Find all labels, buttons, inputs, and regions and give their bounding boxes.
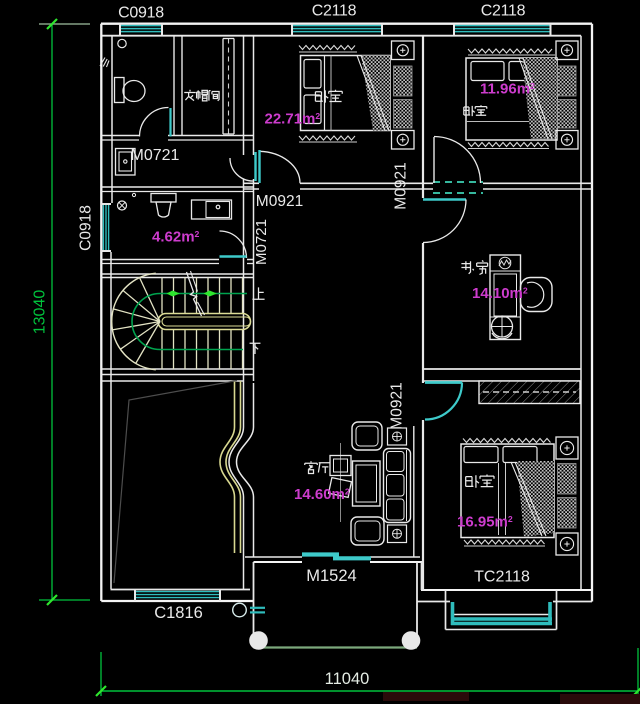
svg-text:C0918: C0918 [118, 5, 164, 22]
svg-text:TC2118: TC2118 [474, 569, 530, 586]
svg-text:C1816: C1816 [154, 604, 203, 622]
svg-text:M0921: M0921 [389, 382, 406, 429]
svg-text:M1524: M1524 [306, 567, 356, 585]
svg-text:M0921: M0921 [256, 193, 303, 210]
svg-text:M0921: M0921 [393, 162, 410, 209]
svg-text:16.95m2: 16.95m2 [457, 514, 513, 531]
svg-text:11.96m2: 11.96m2 [480, 81, 535, 98]
svg-text:11040: 11040 [325, 670, 370, 688]
svg-text:C2118: C2118 [312, 3, 357, 20]
svg-text:22.71m2: 22.71m2 [265, 111, 321, 128]
svg-text:C0918: C0918 [78, 205, 95, 251]
svg-text:M0721: M0721 [131, 147, 180, 164]
svg-text:14.10m2: 14.10m2 [472, 285, 528, 302]
svg-text:C2118: C2118 [481, 3, 526, 20]
svg-text:M0721: M0721 [253, 219, 270, 265]
svg-text:4.62m2: 4.62m2 [152, 229, 200, 246]
svg-text:13040: 13040 [32, 290, 49, 335]
svg-text:14.60m2: 14.60m2 [294, 486, 350, 503]
